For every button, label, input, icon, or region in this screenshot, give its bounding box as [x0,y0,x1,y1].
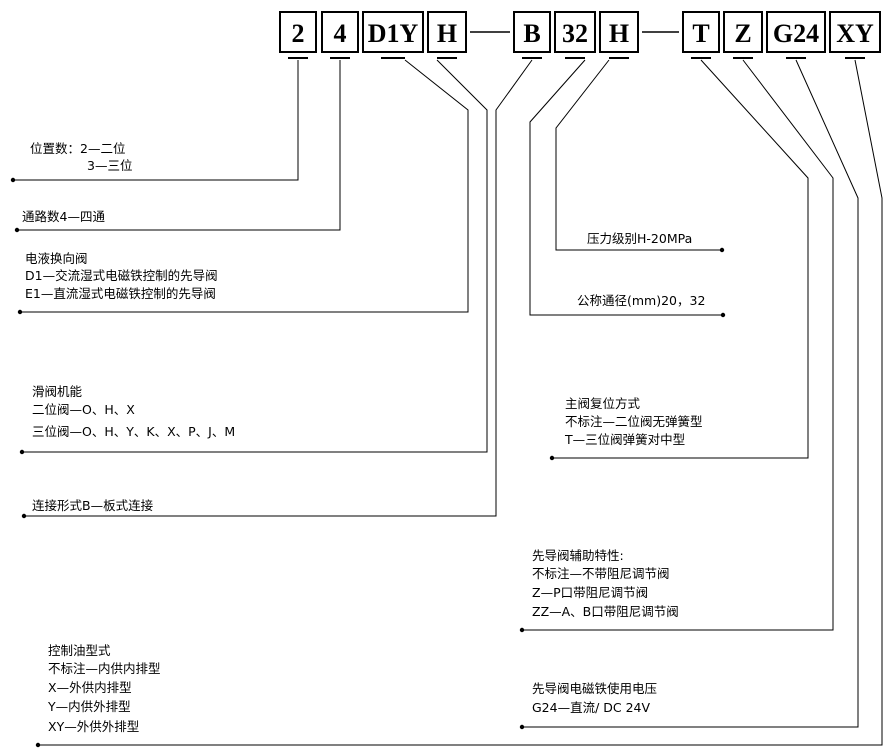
label-connection-line: 连接形式B—板式连接 [32,498,154,513]
label-position-line: 3—三位 [87,158,132,173]
code-box-frame [723,11,763,53]
code-box-text: 32 [562,19,588,48]
code-box-text: XY [836,19,874,48]
label-pressure-line: 压力级别H-20MPa [587,231,692,246]
endpoint-dot [21,513,27,519]
endpoint-dot [720,312,726,318]
label-voltage-line: 先导阀电磁铁使用电压 [532,681,657,696]
code-box-text: 4 [334,19,347,48]
label-valve-type-line: D1—交流湿式电磁铁控制的先导阀 [25,268,218,283]
leader-line-reset [552,59,809,459]
leader-line-diameter [529,59,723,316]
endpoint-dot [549,455,555,461]
leader-line-pressure [555,59,722,251]
code-box-frame [513,11,551,53]
labels: 位置数：2—二位 3—三位 通路数4—四通 电液换向阀 D1—交流湿式电磁铁控制… [22,141,705,734]
leader-line-pilot-aux [522,59,834,631]
code-box-frame [427,11,467,53]
code-box-frame [362,11,424,53]
label-oil-type-line: 不标注—内供内排型 [48,661,161,676]
label-spool-line: 三位阀—O、H、Y、K、X、P、J、M [32,424,235,439]
label-oil-type-line: X—外供内排型 [48,680,132,695]
leader-line-valve-type [20,59,469,313]
label-valve-type-line: E1—直流湿式电磁铁控制的先导阀 [25,286,216,301]
label-reset-line: 不标注—二位阀无弹簧型 [565,414,703,429]
leader-line-oil-type [38,59,883,746]
endpoint-dot [19,449,25,455]
code-box-text: 2 [292,19,305,48]
code-box-frame [321,11,359,53]
label-spool-line: 二位阀—O、H、X [32,402,135,417]
label-diameter-line: 公称通径(mm)20，32 [577,293,705,308]
leader-line-ports [17,60,341,231]
label-pilot-aux-line: 先导阀辅助特性: [532,548,624,563]
label-oil-type-line: XY—外供外排型 [48,719,139,734]
code-box-text: D1Y [368,19,419,48]
code-box-frame [279,11,317,53]
label-reset-line: T—三位阀弹簧对中型 [564,432,685,447]
code-box-frame [554,11,596,53]
code-box-frame [829,11,881,53]
code-box-text: G24 [773,19,819,48]
label-oil-type-line: Y—内供外排型 [47,699,131,714]
code-box-text: H [609,19,629,48]
label-position-line: 位置数：2—二位 [30,141,125,156]
code-box-frame [682,11,720,53]
leader-line-voltage [522,59,859,728]
code-box-text: T [692,19,709,48]
code-box-frame [599,11,639,53]
label-pilot-aux-line: Z—P口带阻尼调节阀 [532,585,648,600]
label-reset-line: 主阀复位方式 [565,396,641,411]
label-valve-type-line: 电液换向阀 [25,251,88,266]
code-box-text: H [437,19,457,48]
endpoint-dot [10,177,16,183]
label-ports-line: 通路数4—四通 [22,209,105,224]
leader-line-spool [22,59,488,453]
leader-lines [13,59,883,746]
code-box-text: Z [734,19,751,48]
label-oil-type-line: 控制油型式 [48,643,111,658]
endpoint-dot [14,227,20,233]
label-pilot-aux-line: ZZ—A、B口带阻尼调节阀 [532,604,679,619]
code-box-text: B [523,19,540,48]
leader-line-position [13,60,299,181]
code-box-text-group: 2 4 D1Y H B 32 H T Z G24 XY [292,19,874,48]
label-pilot-aux-line: 不标注—不带阻尼调节阀 [532,566,670,581]
endpoint-dot [35,742,41,748]
code-box-frame [766,11,826,53]
endpoint-dot [17,309,23,315]
endpoint-dot [519,724,525,730]
code-box-group [279,11,881,53]
endpoint-dot [719,247,725,253]
endpoint-dots [10,177,726,748]
leader-line-connection [24,59,533,517]
label-voltage-line: G24—直流/ DC 24V [532,700,651,715]
label-spool-line: 滑阀机能 [32,384,83,399]
endpoint-dot [519,627,525,633]
